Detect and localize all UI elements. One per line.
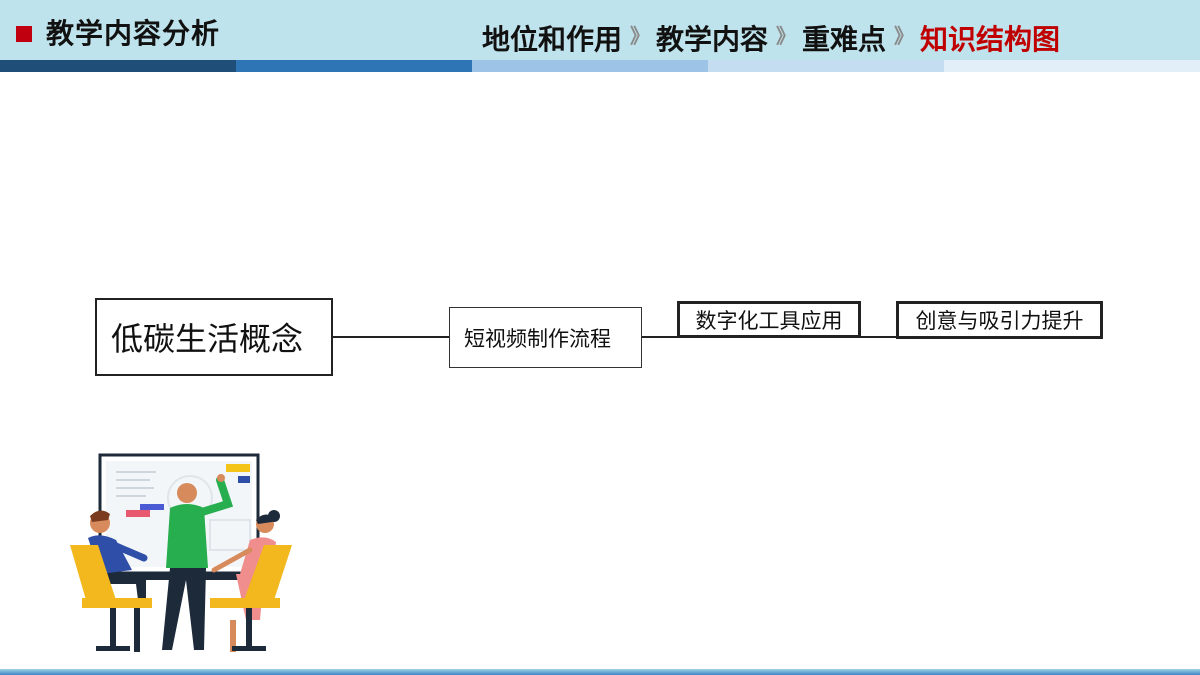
- breadcrumb-item-teaching-content[interactable]: 教学内容: [656, 23, 769, 56]
- slide-header: 教学内容分析 地位和作用 》 教学内容 》 重难点 》 知识结构图: [0, 0, 1200, 60]
- node-label: 数字化工具应用: [695, 308, 843, 333]
- node-label: 短视频制作流程: [464, 326, 611, 351]
- slide-title: 教学内容分析: [46, 17, 221, 50]
- chevron-right-icon: 》: [630, 23, 651, 48]
- diagram-node-low-carbon-concept: 低碳生活概念: [95, 298, 333, 376]
- header-stripe-segment: [944, 60, 1200, 72]
- chevron-right-icon: 》: [776, 23, 797, 48]
- team-meeting-whiteboard-icon: [70, 453, 292, 652]
- header-stripe-segment: [0, 60, 236, 72]
- breadcrumb-item-knowledge-map[interactable]: 知识结构图: [920, 23, 1061, 56]
- header-stripe-segment: [236, 60, 472, 72]
- header-stripe-segment: [708, 60, 944, 72]
- node-label: 低碳生活概念: [111, 320, 304, 358]
- breadcrumb: 地位和作用 》 教学内容 》 重难点 》 知识结构图: [482, 18, 1060, 62]
- diagram-node-digital-tools: 数字化工具应用: [677, 301, 861, 338]
- red-square-bullet-icon: [16, 26, 32, 42]
- diagram-node-video-workflow: 短视频制作流程: [449, 307, 642, 368]
- breadcrumb-item-position-role[interactable]: 地位和作用: [482, 23, 623, 56]
- chevron-right-icon: 》: [894, 23, 915, 48]
- header-stripe-segment: [472, 60, 708, 72]
- node-label: 创意与吸引力提升: [915, 309, 1084, 333]
- diagram-node-creativity: 创意与吸引力提升: [896, 301, 1103, 339]
- footer-line: [0, 669, 1200, 675]
- breadcrumb-item-key-difficulties[interactable]: 重难点: [802, 23, 887, 56]
